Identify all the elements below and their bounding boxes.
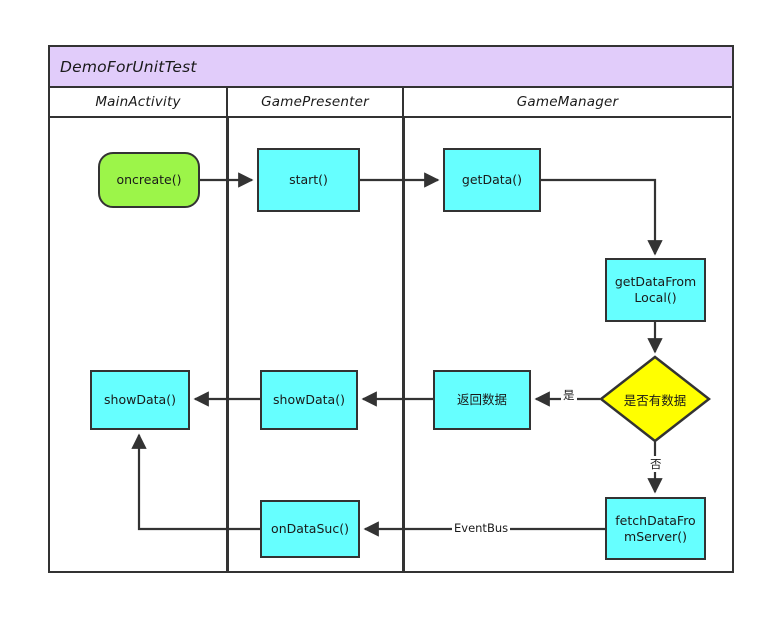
edge-label-eventbus: EventBus (452, 521, 511, 535)
node-get-data[interactable]: getData() (443, 148, 541, 212)
decision-diamond-shape (598, 355, 712, 443)
node-show-data-presenter-label: showData() (273, 392, 345, 408)
node-return-data-label: 返回数据 (456, 392, 507, 408)
edge-label-yes: 是 (561, 387, 577, 403)
node-has-data-decision[interactable]: 是否有数据 (598, 355, 712, 443)
node-show-data-presenter[interactable]: showData() (260, 370, 358, 430)
lane-header-mainactivity[interactable]: MainActivity (50, 88, 228, 118)
lane-label-gamepresenter: GamePresenter (261, 94, 369, 110)
node-show-data-activity[interactable]: showData() (90, 370, 190, 430)
node-start-label: start() (289, 172, 328, 188)
edge-label-no: 否 (648, 456, 664, 472)
lane-divider-2 (402, 118, 405, 571)
node-oncreate[interactable]: oncreate() (98, 152, 200, 208)
node-line-1: getDataFrom (614, 274, 697, 290)
node-get-data-from-local[interactable]: getDataFrom Local() (605, 258, 706, 322)
node-fetch-data-from-server-label: fetchDataFro mServer() (615, 513, 695, 544)
node-get-data-label: getData() (461, 172, 523, 188)
node-return-data[interactable]: 返回数据 (433, 370, 531, 430)
lane-header-gamemanager[interactable]: GameManager (404, 88, 731, 118)
node-fetch-data-from-server[interactable]: fetchDataFro mServer() (605, 497, 706, 560)
pool-title: DemoForUnitTest (50, 47, 732, 88)
node-show-data-activity-label: showData() (104, 392, 176, 408)
node-line-2: mServer() (624, 528, 687, 544)
node-on-data-suc-label: onDataSuc() (271, 521, 349, 537)
lane-divider-1 (226, 118, 229, 571)
lane-label-mainactivity: MainActivity (95, 94, 181, 110)
node-on-data-suc[interactable]: onDataSuc() (260, 500, 360, 558)
lane-label-gamemanager: GameManager (516, 94, 619, 110)
node-start[interactable]: start() (257, 148, 360, 212)
lane-header-gamepresenter[interactable]: GamePresenter (228, 88, 404, 118)
node-line-2: Local() (634, 290, 677, 305)
node-oncreate-label: oncreate() (116, 172, 182, 188)
node-get-data-from-local-label: getDataFrom Local() (615, 274, 696, 305)
node-line-1: fetchDataFro (615, 512, 696, 528)
